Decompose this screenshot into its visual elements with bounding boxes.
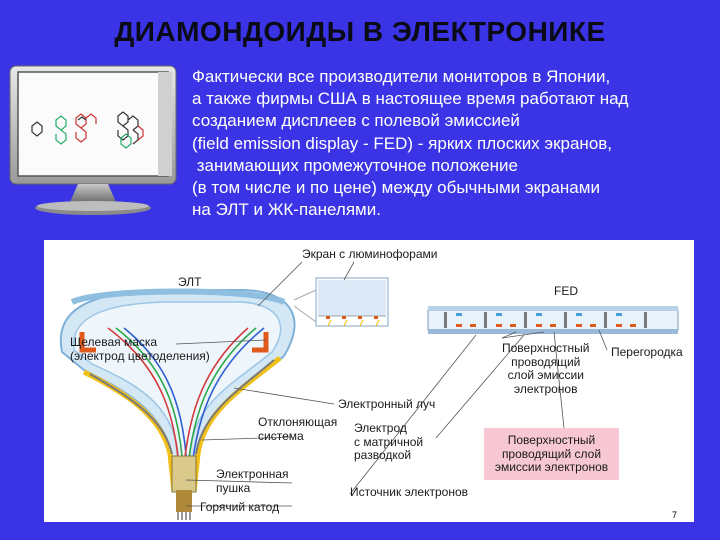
paragraph-line: (field emission display - FED) - ярких п… (192, 133, 613, 153)
label-line: слой эмиссии (507, 368, 584, 382)
label-line: Электронная (216, 467, 289, 481)
page-number: 7 (672, 510, 678, 520)
label-line: Электрод (354, 421, 407, 435)
diagram-drawing (59, 261, 679, 520)
label-surface-layer: Поверхностный проводящий слой эмиссии эл… (502, 341, 590, 396)
paragraph-line: занимающих промежуточное положение (192, 155, 518, 175)
intro-paragraph: Фактически все производители мониторов в… (192, 66, 712, 221)
label-deflection-system: Отклоняющая система (258, 415, 338, 443)
label-line: Поверхностный (507, 433, 596, 447)
paragraph-line: а также фирмы США в настоящее время рабо… (192, 89, 629, 109)
label-line: пушка (216, 480, 251, 495)
paragraph-line: созданием дисплеев с полевой эмиссией (192, 111, 520, 131)
label-line: Щелевая маска (70, 335, 158, 349)
label-line: Отклоняющая (258, 415, 338, 429)
label-line: Поверхностный (502, 341, 590, 355)
label-electron-beam: Электронный луч (338, 397, 436, 411)
label-crt: ЭЛТ (178, 275, 202, 289)
crt-vs-fed-diagram: Экран с люминофорами ЭЛТ FED Щелевая мас… (44, 240, 694, 522)
monitor-illustration (9, 65, 177, 215)
label-line: электронов (514, 381, 578, 396)
label-phosphor-screen: Экран с люминофорами (302, 247, 438, 261)
label-line: разводкой (354, 448, 412, 462)
label-line: проводящий (511, 354, 581, 369)
label-fed: FED (554, 284, 578, 298)
paragraph-line: (в том числе и по цене) между обычными э… (192, 178, 600, 198)
label-partition: Перегородка (611, 345, 683, 359)
slide-title: ДИАМОНДОИДЫ В ЭЛЕКТРОНИКЕ (114, 16, 606, 47)
label-line: эмиссии электронов (494, 460, 609, 474)
label-line: проводящий слой (501, 446, 602, 461)
label-hot-cathode: Горячий катод (200, 500, 280, 514)
label-electron-gun: Электронная пушка (216, 467, 289, 495)
label-shadow-mask: Щелевая маска (электрод цветоделения) (70, 335, 210, 363)
surface-layer-highlight-box (484, 428, 619, 480)
paragraph-line: Фактически все производители мониторов в… (192, 67, 611, 86)
label-line: (электрод цветоделения) (70, 348, 210, 363)
label-matrix-electrode: Электрод с матричной разводкой (354, 421, 424, 463)
label-electron-source: Источник электронов (350, 485, 469, 499)
label-line: система (258, 428, 304, 443)
label-pink-box: Поверхностный проводящий слой эмиссии эл… (484, 433, 619, 475)
paragraph-line: на ЭЛТ и ЖК-панелями. (192, 200, 381, 220)
label-line: с матричной (354, 434, 424, 449)
